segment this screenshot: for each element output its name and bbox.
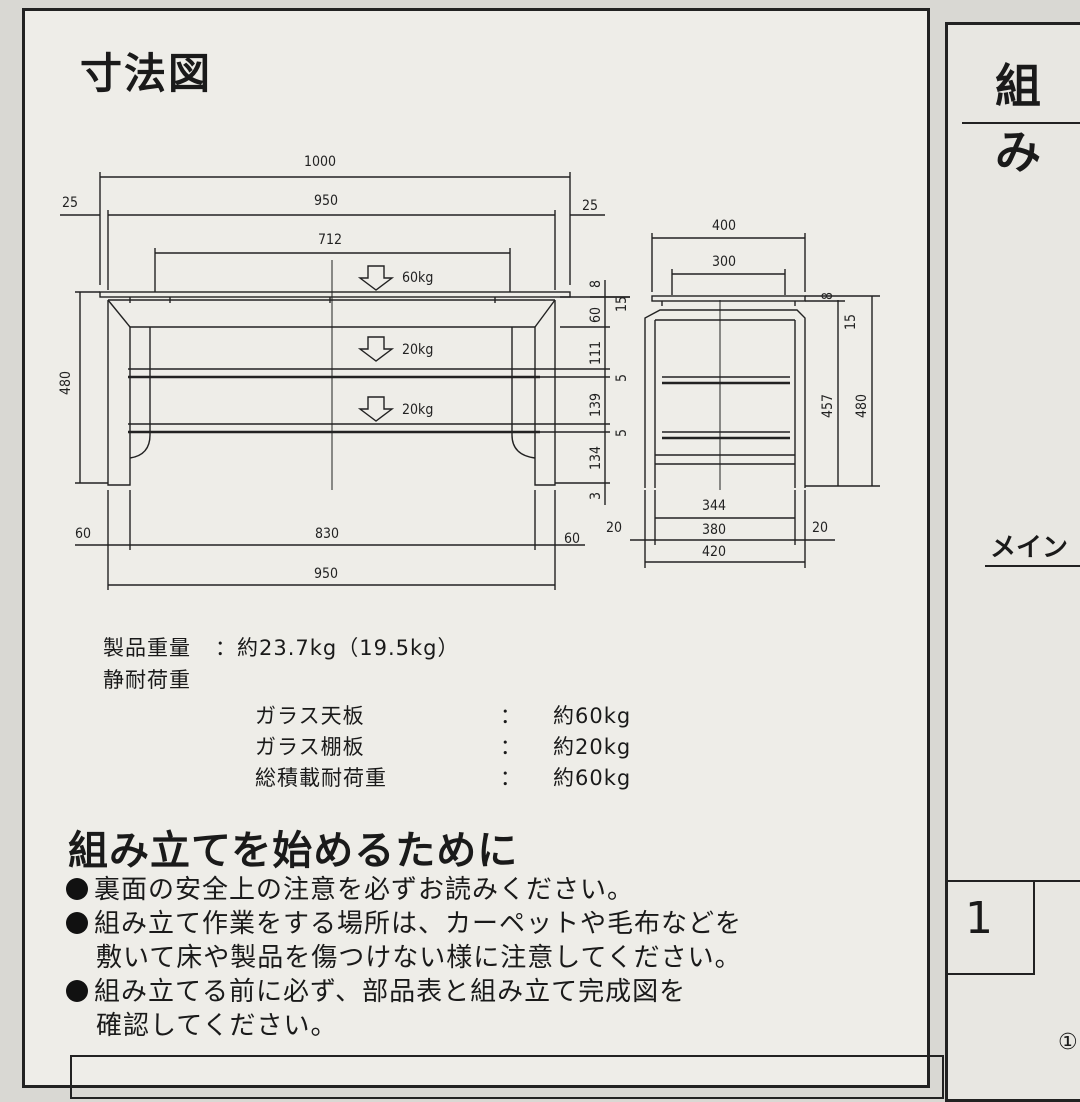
right-page-title: 組み (995, 59, 1041, 179)
step-number-box (945, 880, 1035, 975)
dim-side-480: 480 (854, 394, 870, 418)
dim-side-8: 8 (820, 292, 836, 300)
dim-side-380: 380 (702, 522, 726, 538)
spec-glass-shelf-sep: ： (500, 735, 522, 759)
bullet-2-line-2: 敷いて床や製品を傷つけない様に注意してください。 (96, 943, 742, 973)
dim-front-950-bottom: 950 (314, 566, 338, 582)
dim-side-20-right: 20 (812, 520, 828, 536)
load-shelf-1: 20kg (402, 342, 433, 358)
load-shelf-2: 20kg (402, 402, 433, 418)
dim-front-139: 139 (588, 393, 604, 417)
section-heading: 組み立てを始めるために (68, 828, 519, 874)
bullet-3-line-1: 組み立てる前に必ず、部品表と組み立て完成図を (94, 977, 687, 1007)
dim-front-5b: 5 (614, 429, 630, 437)
dim-front-25-left: 25 (62, 195, 78, 211)
dim-front-830: 830 (315, 526, 339, 542)
bullet-1: 裏面の安全上の注意を必ずお読みください。 (66, 873, 634, 907)
dim-front-8: 8 (588, 280, 604, 288)
load-label: 静耐荷重 (103, 668, 191, 692)
bottom-frame (70, 1055, 944, 1099)
dim-front-950-top: 950 (314, 193, 338, 209)
dim-side-344: 344 (702, 498, 726, 514)
spec-glass-top-value: 約60kg (553, 704, 632, 728)
dim-front-3: 3 (588, 492, 604, 500)
dim-side-400: 400 (712, 218, 736, 234)
step-number: 1 (965, 893, 993, 944)
spec-glass-top-label: ガラス天板 (255, 704, 365, 728)
bullet-dot-icon (66, 878, 88, 900)
bullet-3-line-2: 確認してください。 (96, 1011, 338, 1041)
bullet-1-line-1: 裏面の安全上の注意を必ずお読みください。 (94, 875, 635, 905)
weight-label: 製品重量 (103, 636, 191, 660)
right-main-label: メイン (990, 533, 1069, 563)
spec-glass-shelf-value: 約20kg (553, 735, 632, 759)
load-top: 60kg (402, 270, 433, 286)
right-title-rule (962, 122, 1080, 124)
dim-front-height-480: 480 (58, 371, 74, 395)
bullet-2: 組み立て作業をする場所は、カーペットや毛布などを 敷いて床や製品を傷つけない様に… (66, 907, 742, 975)
dim-side-15: 15 (843, 314, 859, 330)
dim-front-5a: 5 (614, 374, 630, 382)
circled-number: ① (1058, 1030, 1078, 1055)
bullet-3: 組み立てる前に必ず、部品表と組み立て完成図を 確認してください。 (66, 975, 686, 1043)
weight-value: ：約23.7kg（19.5kg） (215, 636, 460, 660)
dim-front-60-right: 60 (564, 531, 580, 547)
dim-front-60-left: 60 (75, 526, 91, 542)
dim-front-width-1000: 1000 (304, 154, 336, 170)
dim-side-20-left: 20 (606, 520, 622, 536)
right-label-underline (985, 565, 1080, 567)
dim-front-712: 712 (318, 232, 342, 248)
bullet-dot-icon (66, 912, 88, 934)
dim-front-60: 60 (588, 307, 604, 323)
spec-glass-top-sep: ： (500, 704, 522, 728)
instruction-sheet (22, 8, 930, 1088)
spec-total-value: 約60kg (553, 766, 632, 790)
page-title: 寸法図 (80, 49, 213, 98)
spec-total-label: 総積載耐荷重 (255, 766, 387, 790)
dim-front-15: 15 (614, 296, 630, 312)
adjacent-sheet (945, 22, 1080, 1102)
dim-side-420: 420 (702, 544, 726, 560)
bullet-2-line-1: 組み立て作業をする場所は、カーペットや毛布などを (94, 909, 743, 939)
spec-glass-shelf-label: ガラス棚板 (255, 735, 365, 759)
dim-front-25-right: 25 (582, 198, 598, 214)
dim-side-457: 457 (820, 394, 836, 418)
dim-front-134: 134 (588, 446, 604, 470)
spec-total-sep: ： (500, 766, 522, 790)
bullet-dot-icon (66, 980, 88, 1002)
dim-side-300: 300 (712, 254, 736, 270)
dim-front-111: 111 (588, 341, 604, 365)
